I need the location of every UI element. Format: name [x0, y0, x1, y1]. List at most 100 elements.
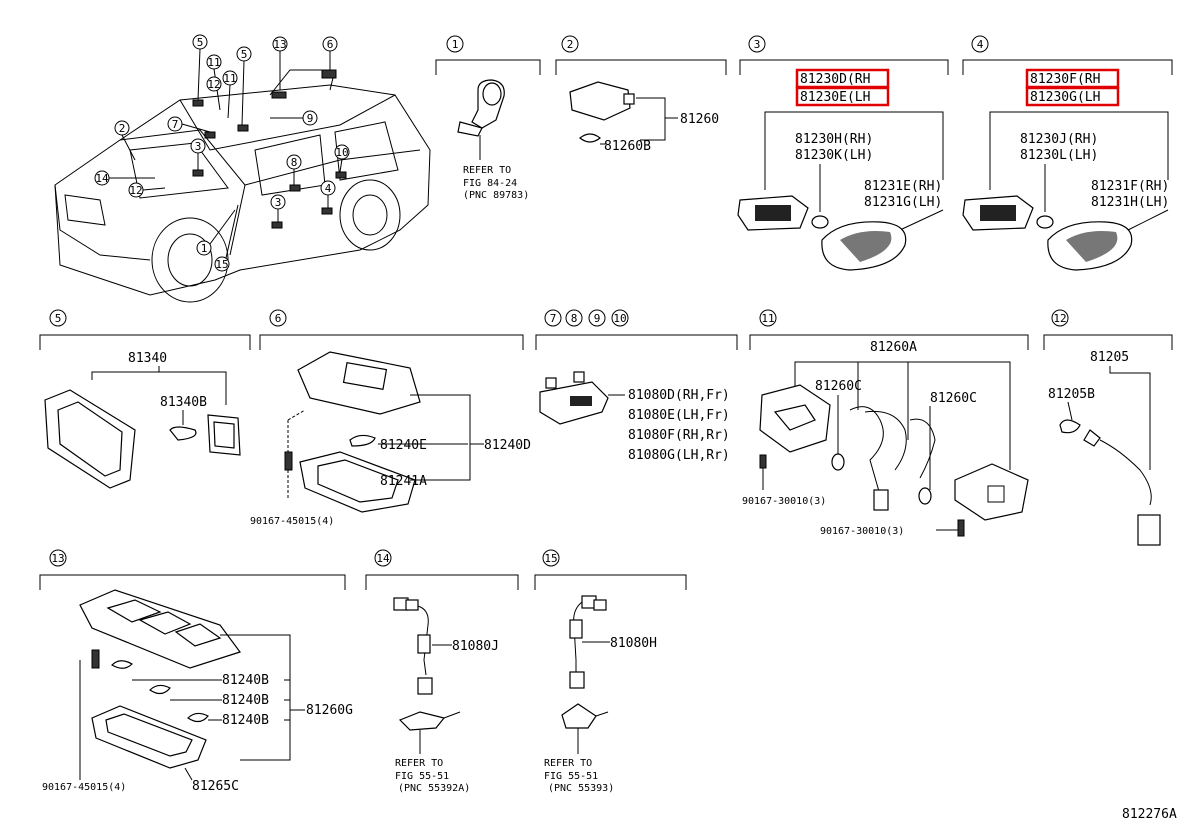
- svg-text:81260: 81260: [680, 112, 719, 127]
- svg-text:81231G(LH): 81231G(LH): [864, 195, 942, 210]
- svg-text:81231F(RH): 81231F(RH): [1091, 179, 1169, 194]
- svg-text:2: 2: [119, 122, 126, 135]
- callout-9: 9: [270, 110, 318, 126]
- callout-7: 7: [167, 116, 211, 133]
- svg-text:81240B: 81240B: [222, 673, 269, 688]
- svg-text:11: 11: [761, 312, 774, 325]
- svg-text:90167-45015(4): 90167-45015(4): [42, 782, 126, 793]
- svg-text:REFER TO: REFER TO: [395, 758, 443, 769]
- svg-text:81080J: 81080J: [452, 639, 499, 654]
- svg-text:81241A: 81241A: [380, 474, 427, 489]
- svg-text:81080D(RH,Fr): 81080D(RH,Fr): [628, 388, 730, 403]
- svg-text:81340B: 81340B: [160, 395, 207, 410]
- highlight-81230G: [1025, 86, 1120, 107]
- svg-text:14: 14: [95, 172, 109, 185]
- callout-15: 15: [214, 204, 239, 272]
- svg-text:1: 1: [201, 242, 208, 255]
- svg-text:12: 12: [1053, 312, 1066, 325]
- svg-text:8: 8: [291, 156, 298, 169]
- svg-text:15: 15: [215, 258, 228, 271]
- section-1: 1 REFER TO FIG 84-24 (PNC 89783): [435, 35, 541, 201]
- svg-text:81205: 81205: [1090, 350, 1129, 365]
- svg-text:81260C: 81260C: [815, 379, 862, 394]
- svg-text:81080G(LH,Rr): 81080G(LH,Rr): [628, 448, 730, 463]
- callout-6: 6: [322, 36, 338, 72]
- callout-12a: 12: [206, 76, 222, 92]
- svg-text:FIG 55-51: FIG 55-51: [544, 771, 598, 782]
- svg-text:3: 3: [754, 38, 761, 51]
- svg-text:81265C: 81265C: [192, 779, 239, 794]
- svg-text:3: 3: [275, 196, 282, 209]
- svg-text:81230J(RH): 81230J(RH): [1020, 132, 1098, 147]
- svg-text:1: 1: [452, 38, 459, 51]
- svg-text:81260B: 81260B: [604, 139, 651, 154]
- svg-text:81260A: 81260A: [870, 340, 917, 355]
- svg-text:11: 11: [223, 72, 236, 85]
- svg-text:FIG 55-51: FIG 55-51: [395, 771, 449, 782]
- svg-text:REFER TO: REFER TO: [544, 758, 592, 769]
- svg-text:10: 10: [335, 146, 348, 159]
- svg-text:7: 7: [550, 312, 557, 325]
- svg-text:90167-30010(3): 90167-30010(3): [820, 526, 904, 537]
- svg-text:81240E: 81240E: [380, 438, 427, 453]
- svg-text:81080H: 81080H: [610, 636, 657, 651]
- svg-text:81240B: 81240B: [222, 693, 269, 708]
- svg-text:81231E(RH): 81231E(RH): [864, 179, 942, 194]
- callout-1: 1: [196, 209, 236, 256]
- svg-text:4: 4: [977, 38, 984, 51]
- svg-text:12: 12: [207, 78, 220, 91]
- svg-text:10: 10: [613, 312, 626, 325]
- svg-text:81230L(LH): 81230L(LH): [1020, 148, 1098, 163]
- svg-text:81230F(RH: 81230F(RH: [1030, 72, 1100, 87]
- section-4: 4 81230F(RH 81230G(LH 81230J(RH) 81230L(…: [962, 35, 1173, 271]
- callout-11b: 11: [222, 70, 238, 119]
- callout-12b: 12: [128, 182, 166, 198]
- svg-text:FIG 84-24: FIG 84-24: [463, 178, 517, 189]
- svg-text:7: 7: [172, 118, 179, 131]
- svg-text:81205B: 81205B: [1048, 387, 1095, 402]
- svg-text:9: 9: [594, 312, 601, 325]
- svg-text:15: 15: [544, 552, 557, 565]
- section-13: 13 81240B 81240B 81240B 81260G 90167-450…: [39, 549, 353, 794]
- section-11: 11 81260A 81260C 81260C 90167-30010(3) 9…: [742, 309, 1029, 537]
- section-15: 15 81080H REFER TO FIG 55-51 (PNC 55393): [534, 549, 687, 794]
- callout-3a: 3: [190, 138, 206, 170]
- svg-text:8: 8: [571, 312, 578, 325]
- car-callouts: 5 11 12 11 5 13 6 2 7 9 3 8 10 4 3 14 12…: [94, 34, 350, 272]
- svg-text:81231H(LH): 81231H(LH): [1091, 195, 1169, 210]
- svg-text:REFER TO: REFER TO: [463, 165, 511, 176]
- svg-text:81260G: 81260G: [306, 703, 353, 718]
- figure-id: 812276A: [1122, 807, 1177, 822]
- callout-4: 4: [320, 180, 336, 208]
- callout-10: 10: [334, 144, 350, 173]
- svg-text:4: 4: [325, 182, 332, 195]
- highlight-81230E: [795, 86, 890, 107]
- svg-text:81230H(RH): 81230H(RH): [795, 132, 873, 147]
- svg-text:81260C: 81260C: [930, 391, 977, 406]
- svg-text:6: 6: [275, 312, 282, 325]
- svg-text:81080F(RH,Rr): 81080F(RH,Rr): [628, 428, 730, 443]
- svg-text:81230E(LH: 81230E(LH: [800, 90, 870, 105]
- callout-3b: 3: [270, 194, 286, 222]
- svg-text:81340: 81340: [128, 351, 167, 366]
- svg-text:2: 2: [567, 38, 574, 51]
- callout-2: 2: [114, 120, 136, 161]
- section-7-8-9-10: 7 8 9 10 81080D(RH,Fr) 81080E(LH,Fr) 810…: [535, 309, 738, 463]
- section-5: 5 81340 81340B: [39, 309, 251, 489]
- svg-text:12: 12: [129, 184, 142, 197]
- svg-text:3: 3: [195, 140, 202, 153]
- svg-text:90167-30010(3): 90167-30010(3): [742, 496, 826, 507]
- svg-text:5: 5: [197, 36, 204, 49]
- svg-text:81240B: 81240B: [222, 713, 269, 728]
- svg-text:11: 11: [207, 56, 220, 69]
- section-14: 14 81080J REFER TO FIG 55-51 (PNC 55392A…: [365, 549, 519, 794]
- callout-13: 13: [272, 36, 288, 90]
- svg-text:5: 5: [241, 48, 248, 61]
- svg-text:6: 6: [327, 38, 334, 51]
- svg-text:81230K(LH): 81230K(LH): [795, 148, 873, 163]
- svg-text:13: 13: [273, 38, 286, 51]
- svg-text:(PNC 55393): (PNC 55393): [548, 783, 614, 794]
- svg-text:81080E(LH,Fr): 81080E(LH,Fr): [628, 408, 730, 423]
- callout-5-top: 5: [192, 34, 208, 101]
